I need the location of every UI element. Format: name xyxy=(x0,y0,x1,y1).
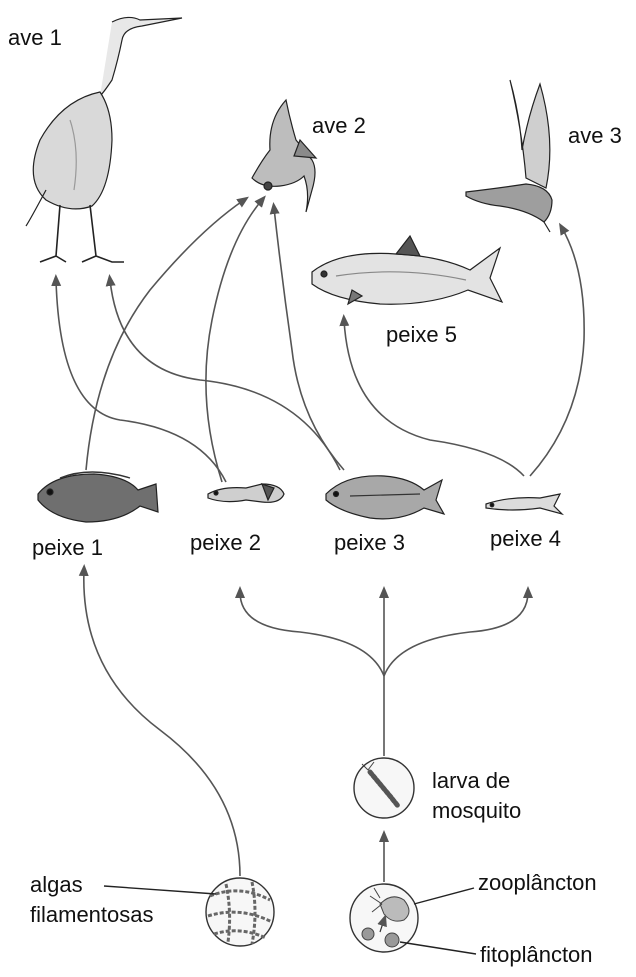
label-ave-3: ave 3 xyxy=(568,123,622,148)
arrow-larva-to-peixe2 xyxy=(240,592,384,676)
peixe-3-illustration xyxy=(326,476,444,519)
leader-fitoplancton xyxy=(400,942,476,954)
label-ave-2: ave 2 xyxy=(312,113,366,138)
ave-3-tern-illustration xyxy=(466,80,552,232)
larva-mosquito-illustration xyxy=(354,758,414,818)
label-peixe-5: peixe 5 xyxy=(386,322,457,347)
label-larva-line1: larva de xyxy=(432,768,510,793)
peixe-4-illustration xyxy=(486,494,562,514)
plancton-illustration xyxy=(350,884,418,952)
arrow-peixe4-to-ave3 xyxy=(530,228,584,476)
peixe-5-illustration xyxy=(312,236,502,304)
label-fitoplancton: fitoplâncton xyxy=(480,942,593,967)
peixe-1-illustration xyxy=(38,472,158,522)
label-peixe-1: peixe 1 xyxy=(32,535,103,560)
label-algas-line2: filamentosas xyxy=(30,902,154,927)
label-ave-1: ave 1 xyxy=(8,25,62,50)
arrow-peixe2-to-ave2 xyxy=(206,200,262,482)
label-zooplancton: zooplâncton xyxy=(478,870,597,895)
label-peixe-4: peixe 4 xyxy=(490,526,561,551)
arrow-larva-to-peixe4 xyxy=(384,592,528,676)
ave-2-kingfisher-illustration xyxy=(252,100,316,212)
algas-filamentosas-illustration xyxy=(206,878,274,946)
arrow-peixe1-to-ave2 xyxy=(86,200,244,470)
arrow-peixe2-to-ave1 xyxy=(56,280,226,482)
ave-1-heron-illustration xyxy=(26,17,182,262)
label-peixe-3: peixe 3 xyxy=(334,530,405,555)
peixe-2-illustration xyxy=(208,484,284,502)
leader-zooplancton xyxy=(414,888,474,904)
label-algas-line1: algas xyxy=(30,872,83,897)
arrow-algas-to-peixe1 xyxy=(84,570,240,876)
label-larva-line2: mosquito xyxy=(432,798,521,823)
arrow-peixe3-to-ave1 xyxy=(110,280,340,470)
arrow-peixe3-to-ave2 xyxy=(274,208,344,470)
leader-algas xyxy=(104,886,216,894)
label-peixe-2: peixe 2 xyxy=(190,530,261,555)
